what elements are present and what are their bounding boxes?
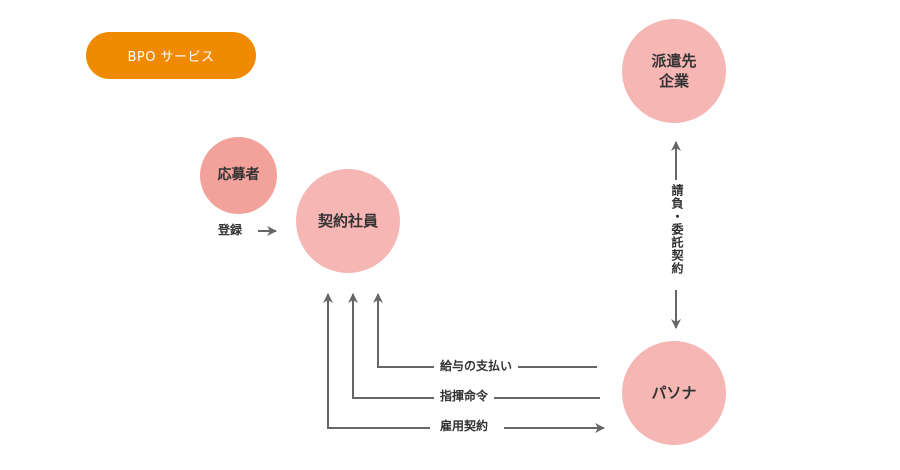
- employment-label: 雇用契約: [434, 418, 495, 434]
- pasona-label: パソナ: [651, 383, 697, 402]
- pasona-node: パソナ: [622, 341, 726, 445]
- salary-label: 給与の支払い: [434, 358, 519, 374]
- subcontract-label: 請負・委託契約: [668, 180, 686, 279]
- register-label: 登録: [218, 223, 243, 237]
- client-company-label: 派遣先 企業: [651, 51, 697, 90]
- client-company-node: 派遣先 企業: [622, 19, 726, 123]
- applicant-label: 応募者: [217, 167, 260, 184]
- bpo-service-badge: BPO サービス: [86, 32, 256, 79]
- bpo-service-label: BPO サービス: [127, 50, 215, 65]
- applicant-node: 応募者: [200, 137, 277, 214]
- command-label: 指揮命令: [434, 388, 495, 404]
- command-arrow: [348, 293, 600, 399]
- salary-arrow: [373, 293, 597, 368]
- employment-arrow-left: [323, 293, 430, 429]
- contract-employee-node: 契約社員: [296, 169, 400, 273]
- contract-employee-label: 契約社員: [317, 211, 378, 230]
